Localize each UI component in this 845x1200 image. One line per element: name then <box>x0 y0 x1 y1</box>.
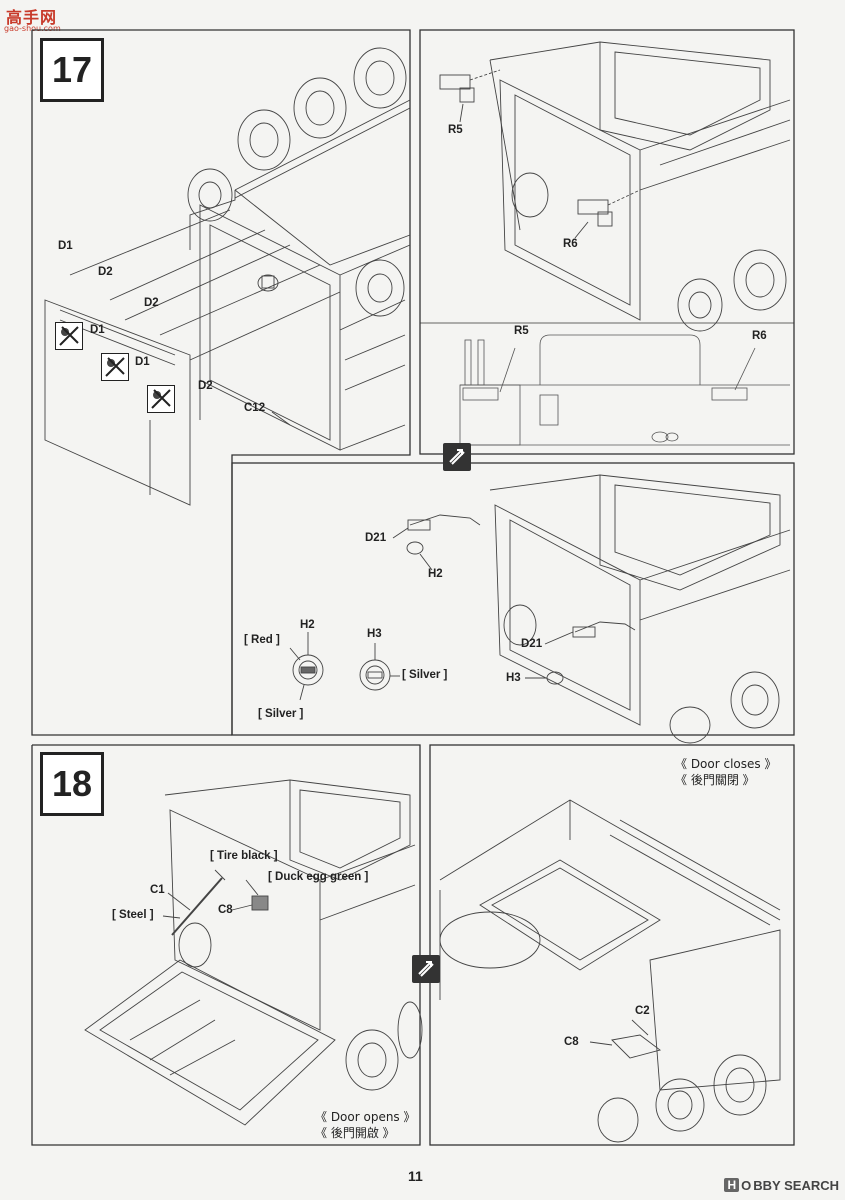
part-label-h2: H2 <box>428 568 443 580</box>
cut-off-icon <box>101 353 129 381</box>
part-label-c1: C1 <box>150 884 165 896</box>
cut-off-icon <box>55 322 83 350</box>
cut-off-icon <box>147 385 175 413</box>
transform-arrow-icon <box>412 955 440 983</box>
part-label-d1: D1 <box>90 324 105 336</box>
caption-door-closes-cn: 《 後門關閉 》 <box>675 773 755 787</box>
part-label-c8: C8 <box>218 904 233 916</box>
color-callout-tire-black: [ Tire black ] <box>210 850 278 862</box>
color-callout-silver: [ Silver ] <box>402 669 448 681</box>
part-label-c12: C12 <box>244 402 266 414</box>
step-17-number: 17 <box>40 38 104 102</box>
color-callout-steel: [ Steel ] <box>112 909 154 921</box>
part-label-r5: R5 <box>514 325 529 337</box>
part-label-c2: C2 <box>635 1005 650 1017</box>
watermark-site-url: gao-shou.com <box>4 24 61 33</box>
step-18-number: 18 <box>40 752 104 816</box>
part-label-r6: R6 <box>752 330 767 342</box>
color-title-h2: H2 <box>300 619 315 631</box>
part-label-d2: D2 <box>144 297 159 309</box>
caption-door-opens-cn: 《 後門開啟 》 <box>315 1126 395 1140</box>
watermark-logo: 高手网 gao-shou.com <box>4 4 74 38</box>
part-label-d2: D2 <box>198 380 213 392</box>
part-label-d2: D2 <box>98 266 113 278</box>
color-callout-red: [ Red ] <box>244 634 280 646</box>
part-label-r6: R6 <box>563 238 578 250</box>
part-label-d1: D1 <box>135 356 150 368</box>
color-callout-duck-egg-green: [ Duck egg green ] <box>268 871 369 883</box>
part-label-c8: C8 <box>564 1036 579 1048</box>
color-callout-silver: [ Silver ] <box>258 708 304 720</box>
color-title-h3: H3 <box>367 628 382 640</box>
part-label-r5: R5 <box>448 124 463 136</box>
caption-door-closes-en: 《 Door closes 》 <box>675 757 777 771</box>
part-label-h3: H3 <box>506 672 521 684</box>
part-label-d21: D21 <box>365 532 387 544</box>
caption-door-opens-en: 《 Door opens 》 <box>315 1110 416 1124</box>
part-label-d21: D21 <box>521 638 543 650</box>
part-label-d1: D1 <box>58 240 73 252</box>
watermark-site-name: 高手网 <box>6 8 58 27</box>
transform-arrow-icon <box>443 443 471 471</box>
page-number: 11 <box>408 1168 423 1184</box>
